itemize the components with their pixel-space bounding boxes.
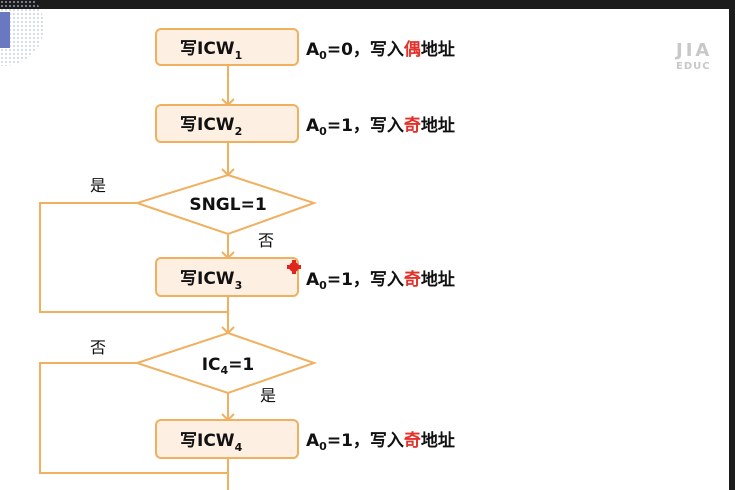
decision-text-sngl: SNGL=1	[189, 195, 266, 215]
watermark-line1: JIA	[676, 40, 713, 61]
logo-decoration	[0, 0, 46, 70]
branch-label-no-sngl: 否	[258, 231, 274, 250]
decision-text-ic4: IC4=1	[202, 355, 255, 377]
step-note-icw2: A0=1，写入奇地址	[306, 115, 455, 138]
step-label-icw1: 写ICW1	[180, 39, 242, 62]
branch-label-yes-ic4: 是	[260, 386, 276, 405]
bypass-loop-sngl	[39, 202, 228, 313]
step-note-icw1: A0=0，写入偶地址	[306, 39, 455, 62]
step-label-icw4: 写ICW4	[180, 431, 243, 454]
step-note-icw3: A0=1，写入奇地址	[306, 269, 455, 292]
step-box-icw1	[155, 28, 299, 66]
step-label-icw3: 写ICW3	[180, 269, 242, 292]
step-box-icw2	[155, 104, 299, 143]
bypass-loop-ic4	[39, 362, 228, 474]
branch-label-yes-sngl: 是	[90, 176, 106, 195]
right-edge-bar	[729, 0, 735, 490]
step-box-icw3	[155, 257, 299, 297]
top-bar	[0, 0, 735, 9]
step-box-icw4	[155, 419, 299, 459]
decision-diamond-sngl	[133, 173, 318, 236]
step-note-icw4: A0=1，写入奇地址	[306, 430, 455, 453]
decision-diamond-ic4	[133, 331, 318, 395]
step-label-icw2: 写ICW2	[180, 115, 242, 138]
watermark-line2: EDUC	[676, 61, 711, 72]
branch-label-no-ic4: 否	[90, 338, 106, 357]
watermark: JIA EDUC	[676, 42, 712, 72]
pointer-marker	[287, 260, 301, 274]
